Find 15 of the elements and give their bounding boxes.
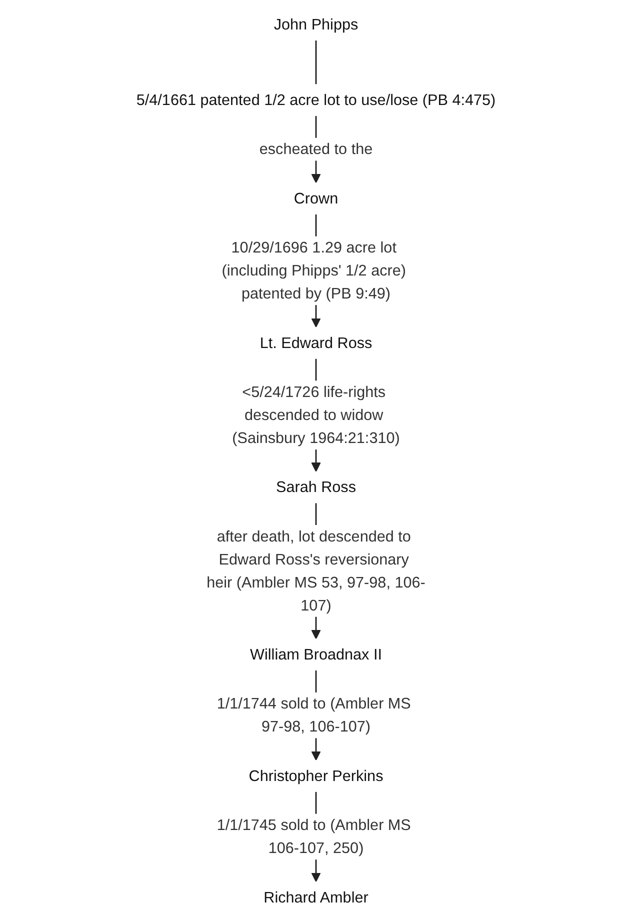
node-text: Richard Ambler bbox=[264, 888, 368, 906]
node-text: Sarah Ross bbox=[276, 478, 356, 496]
node-text: John Phipps bbox=[274, 15, 358, 33]
edge-label: 1/1/1745 sold to (Ambler MS 106-107, 250) bbox=[216, 816, 411, 856]
connector bbox=[315, 40, 317, 84]
edge-label: 1/1/1744 sold to (Ambler MS 97-98, 106-107) bbox=[216, 694, 411, 735]
edge-label: 10/29/1696 1.29 acre lot (including Phipps' 1/2 acre) patented by (PB 9:49) bbox=[222, 238, 406, 302]
node-text: Christopher Perkins bbox=[248, 766, 384, 784]
edge-label: escheated to the bbox=[259, 140, 373, 158]
edge-label: <5/24/1726 life-rights descended to widow (Sainsbury 1964:21:310) bbox=[232, 382, 400, 446]
node-text: Crown bbox=[294, 189, 338, 207]
edge-label: after death, lot descended to Edward Ross's reversionary heir (Ambler MS 53, 97-98, 106-107) bbox=[206, 527, 426, 614]
node-text: 5/4/1661 patented 1/2 acre lot to use/lose (PB 4:475) bbox=[136, 90, 496, 108]
node-text: William Broadnax II bbox=[250, 645, 382, 663]
node-text: Lt. Edward Ross bbox=[260, 334, 372, 352]
